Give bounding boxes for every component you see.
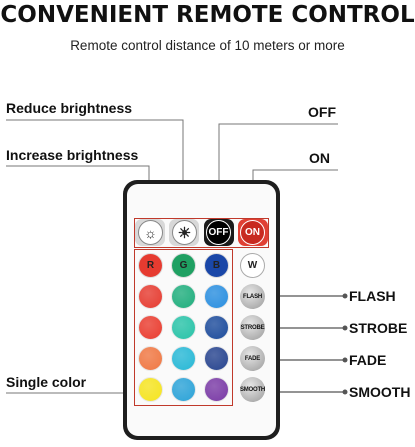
callout-dot-smooth xyxy=(342,389,348,395)
color-button[interactable] xyxy=(138,284,163,309)
color-highlight-box xyxy=(134,249,233,406)
blue-button[interactable]: B xyxy=(204,253,229,278)
color-button[interactable] xyxy=(204,284,229,309)
fade-button[interactable]: FADE xyxy=(240,346,265,371)
color-button[interactable] xyxy=(171,377,196,402)
label-reduce-brightness: Reduce brightness xyxy=(6,100,133,116)
color-button[interactable] xyxy=(204,346,229,371)
strobe-button[interactable]: STROBE xyxy=(240,315,265,340)
sun-bright-icon: ☀ xyxy=(177,224,192,242)
increase-brightness-button[interactable]: ☀ xyxy=(172,220,197,245)
label-increase-brightness: Increase brightness xyxy=(6,147,139,163)
color-button[interactable] xyxy=(204,377,229,402)
green-button[interactable]: G xyxy=(171,253,196,278)
color-button[interactable] xyxy=(171,284,196,309)
color-button[interactable] xyxy=(171,315,196,340)
on-button[interactable]: ON xyxy=(240,220,265,245)
sun-dim-icon: ☼ xyxy=(144,224,157,241)
off-button[interactable]: OFF xyxy=(206,220,231,245)
label-fade: FADE xyxy=(349,352,387,368)
label-flash: FLASH xyxy=(349,288,396,304)
flash-button[interactable]: FLASH xyxy=(240,284,265,309)
color-button[interactable] xyxy=(171,346,196,371)
red-button[interactable]: R xyxy=(138,253,163,278)
reduce-brightness-button[interactable]: ☼ xyxy=(138,220,163,245)
top-highlight-box xyxy=(134,218,269,248)
label-strobe: STROBE xyxy=(349,320,408,336)
color-button[interactable] xyxy=(138,377,163,402)
page-subtitle: Remote control distance of 10 meters or … xyxy=(70,38,345,53)
callout-dot-flash xyxy=(342,293,348,299)
color-button[interactable] xyxy=(138,315,163,340)
smooth-button[interactable]: SMOOTH xyxy=(240,377,265,402)
color-button[interactable] xyxy=(204,315,229,340)
white-button[interactable]: W xyxy=(240,253,265,278)
color-button[interactable] xyxy=(138,346,163,371)
label-on: ON xyxy=(309,150,330,166)
page-title: CONVENIENT REMOTE CONTROL xyxy=(0,2,415,28)
label-off: OFF xyxy=(308,104,336,120)
callout-dot-strobe xyxy=(342,325,348,331)
callout-dot-fade xyxy=(342,357,348,363)
label-single-color: Single color xyxy=(6,374,87,390)
label-smooth: SMOOTH xyxy=(349,384,411,400)
